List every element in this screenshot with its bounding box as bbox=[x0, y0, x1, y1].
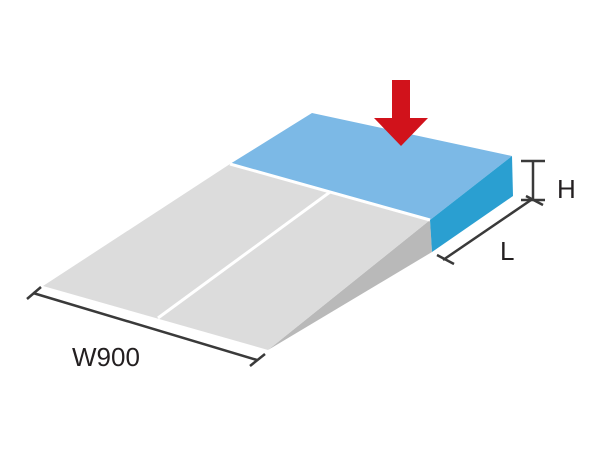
height-label: H bbox=[557, 174, 576, 204]
length-label: L bbox=[500, 236, 514, 266]
height-dimension bbox=[521, 159, 545, 202]
ramp-center-seam bbox=[157, 190, 331, 320]
ramp-side-face bbox=[268, 220, 432, 350]
ramp-top-surface bbox=[43, 164, 430, 350]
arrow-down-icon bbox=[374, 80, 428, 146]
platform-front-face bbox=[430, 156, 513, 252]
platform-top-face bbox=[230, 113, 512, 220]
width-dimension bbox=[26, 286, 266, 367]
width-label: W900 bbox=[72, 342, 140, 372]
